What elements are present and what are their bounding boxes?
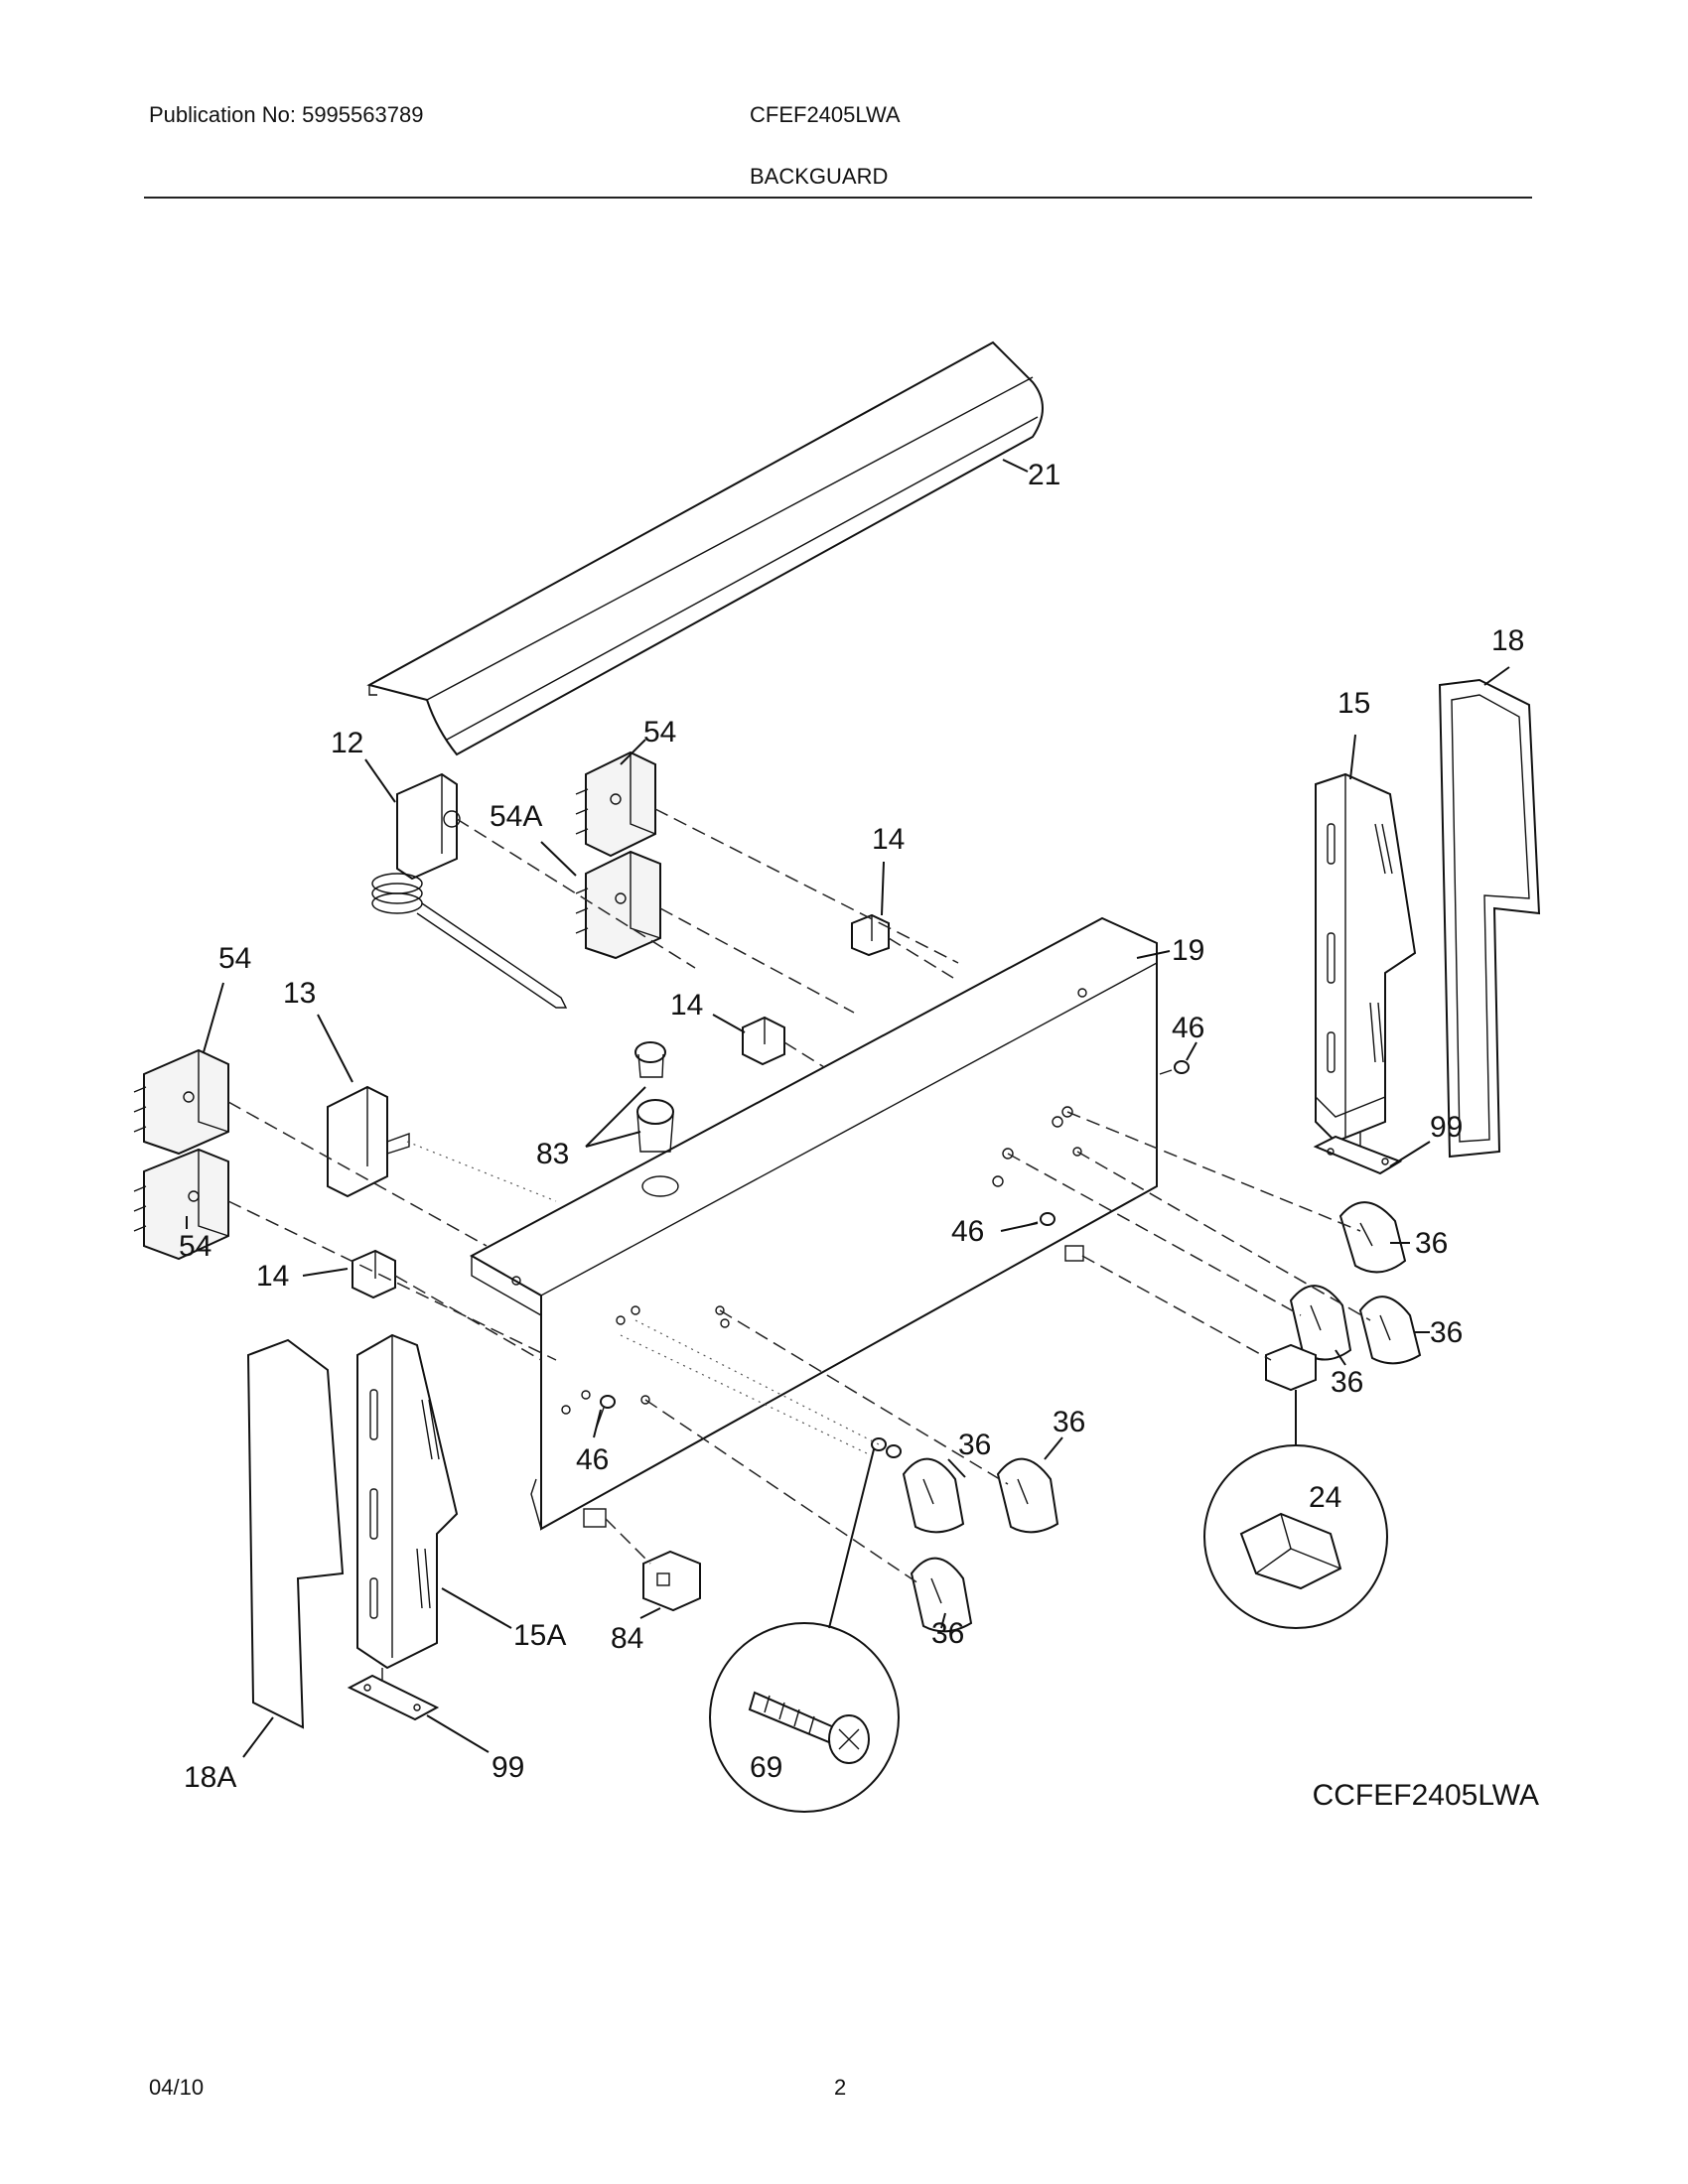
leader-36-e xyxy=(1044,1436,1063,1460)
screw-part-46-left xyxy=(595,1395,616,1431)
footer-date: 04/10 xyxy=(149,2075,205,2100)
infinite-switch-part-54-lower xyxy=(133,1148,229,1261)
infinite-switch-part-54a xyxy=(575,850,661,960)
leader-14-mid xyxy=(712,1014,746,1033)
section-title: BACKGUARD xyxy=(750,164,889,189)
bracket-part-15 xyxy=(1315,772,1417,1144)
leader-46-mid xyxy=(1000,1222,1039,1232)
leader-12 xyxy=(364,758,396,803)
bracket-part-15a xyxy=(356,1333,459,1670)
leader-14-left xyxy=(302,1268,349,1277)
header-rule xyxy=(144,197,1532,199)
callout-36-b: 36 xyxy=(1331,1366,1363,1399)
callout-15: 15 xyxy=(1337,687,1370,720)
callout-69: 69 xyxy=(750,1751,782,1784)
diagram-code: CCFEF2405LWA xyxy=(1312,1779,1539,1812)
infinite-switch-part-54-left xyxy=(133,1048,229,1156)
thermostat-part-12 xyxy=(371,772,568,1009)
callout-46-right: 46 xyxy=(1172,1012,1204,1044)
callout-12: 12 xyxy=(331,727,363,759)
foot-plate-part-99-left xyxy=(347,1674,440,1721)
callout-21: 21 xyxy=(1028,459,1060,491)
rocker-switch-small xyxy=(1265,1343,1317,1392)
callout-54a: 54A xyxy=(490,800,542,833)
leader-36-b xyxy=(1335,1349,1346,1366)
assembly-guide-lines xyxy=(227,808,1371,1683)
knob-part-36-a xyxy=(1338,1201,1407,1274)
knob-part-36-f xyxy=(910,1557,973,1633)
foot-plate-part-99-right xyxy=(1313,1135,1403,1175)
leader-46-right xyxy=(1186,1041,1197,1061)
leader-21 xyxy=(1002,459,1029,473)
infinite-switch-part-54-top xyxy=(575,751,656,858)
screw-part-69-small xyxy=(871,1437,902,1458)
leader-36-f xyxy=(940,1612,946,1629)
callout-54-top: 54 xyxy=(643,716,676,749)
callout-14-left: 14 xyxy=(256,1260,289,1293)
leader-54a xyxy=(540,841,577,877)
callout-36-d: 36 xyxy=(958,1429,991,1461)
callout-18a: 18A xyxy=(184,1761,236,1794)
leader-99-right xyxy=(1389,1141,1431,1167)
thermostat-part-13 xyxy=(327,1085,410,1198)
knob-part-36-e xyxy=(996,1457,1059,1534)
detail-circle-part-24 xyxy=(1203,1444,1388,1629)
callout-36-a: 36 xyxy=(1415,1227,1448,1260)
callout-84: 84 xyxy=(611,1622,643,1655)
callout-14-mid: 14 xyxy=(670,989,703,1022)
indicator-light-part-14-mid xyxy=(742,1016,785,1066)
knob-part-36-c xyxy=(1358,1296,1422,1365)
leader-13 xyxy=(317,1014,353,1083)
leader-15 xyxy=(1349,734,1356,780)
callout-36-c: 36 xyxy=(1430,1316,1463,1349)
leader-54-left xyxy=(203,982,224,1053)
callout-83: 83 xyxy=(536,1138,569,1170)
callout-54-left: 54 xyxy=(218,942,251,975)
receptacle-part-84 xyxy=(642,1550,701,1612)
leader-19 xyxy=(1136,950,1171,959)
indicator-light-part-14-top xyxy=(851,913,890,957)
leader-84 xyxy=(639,1607,661,1619)
callout-13: 13 xyxy=(283,977,316,1010)
callout-18: 18 xyxy=(1491,624,1524,657)
indicator-light-part-14-left xyxy=(352,1249,396,1299)
knob-part-36-d xyxy=(902,1457,965,1534)
callout-54-lower: 54 xyxy=(179,1230,211,1263)
callout-15a: 15A xyxy=(513,1619,566,1652)
page-number: 2 xyxy=(834,2075,847,2100)
screw-part-46-mid xyxy=(1020,1212,1055,1228)
callout-14-top: 14 xyxy=(872,823,905,856)
leader-18a xyxy=(242,1716,274,1758)
detail-circle-part-69 xyxy=(709,1622,900,1813)
leader-69 xyxy=(828,1448,875,1629)
screw-part-46-right xyxy=(1159,1060,1190,1075)
callout-99-right: 99 xyxy=(1430,1111,1463,1144)
leader-83-a xyxy=(585,1086,646,1148)
publication-number: Publication No: 5995563789 xyxy=(149,102,424,127)
leader-46-left xyxy=(593,1409,602,1438)
leader-54-top xyxy=(620,739,646,765)
leader-15a xyxy=(441,1587,512,1629)
end-cap-part-18 xyxy=(1438,678,1541,1159)
leader-18 xyxy=(1483,666,1510,686)
leader-36-d xyxy=(947,1458,966,1478)
leader-83-b xyxy=(585,1131,641,1148)
callout-36-f: 36 xyxy=(931,1617,964,1650)
top-trim-part-21 xyxy=(366,341,1044,756)
leader-99-left xyxy=(426,1714,490,1753)
end-cap-part-18a xyxy=(246,1338,345,1729)
callout-19: 19 xyxy=(1172,934,1204,967)
backguard-panel-part-19 xyxy=(469,916,1158,1531)
callout-46-mid: 46 xyxy=(951,1215,984,1248)
lens-part-83 xyxy=(634,1041,674,1153)
model-number: CFEF2405LWA xyxy=(750,102,901,127)
callout-24: 24 xyxy=(1309,1481,1341,1514)
callout-46-left: 46 xyxy=(576,1443,609,1476)
callout-36-e: 36 xyxy=(1053,1406,1085,1438)
leader-14-top xyxy=(881,861,885,916)
callout-99-left: 99 xyxy=(492,1751,524,1784)
